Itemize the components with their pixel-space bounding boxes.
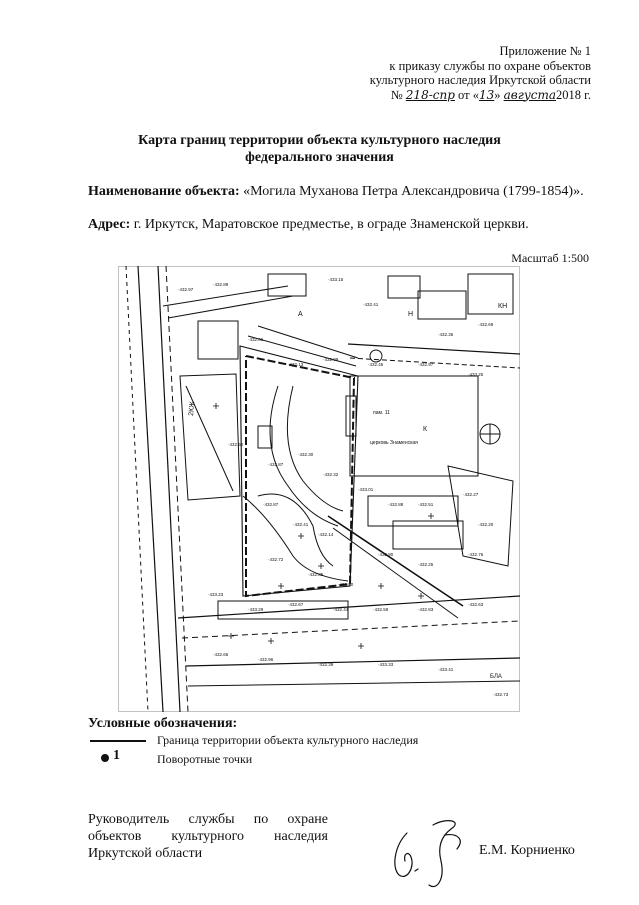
elevation-mark: ·432.52 — [228, 442, 244, 447]
zhs-label: 2КЖ — [188, 401, 196, 417]
elevation-mark: ·432.87 — [268, 462, 284, 467]
elevation-mark: ·432.83 — [418, 607, 434, 612]
monument-label: пам. 11 — [373, 410, 390, 416]
elevation-mark: ·432.14 — [318, 532, 334, 537]
elevation-mark: ·432.59 — [373, 607, 389, 612]
elevation-mark: ·433.01 — [358, 487, 374, 492]
a-label: А — [298, 311, 303, 318]
elevation-mark: ·433.33 — [378, 662, 394, 667]
object-value: «Могила Муханова Петра Александровича (1… — [243, 184, 584, 199]
elevation-mark: ·432.67 — [288, 602, 304, 607]
signatory-position: Руководитель службы по охране объектов к… — [88, 811, 328, 862]
elevation-mark: ·432.25 — [418, 562, 434, 567]
position-line2: объектов культурного наследия — [88, 829, 328, 844]
elevation-mark: ·432.44 — [333, 607, 349, 612]
turning-point-label: Поворотные точки — [157, 752, 253, 766]
object-address: Адрес: г. Иркутск, Маратовское предместь… — [88, 216, 608, 233]
elevation-mark: ·432.63 — [468, 602, 484, 607]
elevation-mark: ·432.45 — [368, 362, 384, 367]
bla-label: БЛА — [490, 674, 502, 680]
position-line1: Руководитель службы по охране — [88, 812, 328, 827]
elevation-mark: ·432.51 — [418, 502, 434, 507]
object-name: Наименование объекта: «Могила Муханова П… — [88, 183, 588, 200]
map-scale: Масштаб 1:500 — [511, 251, 589, 265]
elevation-mark: ·432.76 — [468, 552, 484, 557]
order-day: 13 — [478, 87, 495, 102]
elevation-mark: ·432.30 — [298, 452, 314, 457]
kn-label: КН — [498, 303, 507, 310]
elevation-mark: ·432.27 — [463, 492, 479, 497]
order-year: 2018 г. — [556, 87, 591, 102]
order-date-from: от « — [458, 87, 479, 102]
order-date-mid: » — [494, 87, 501, 102]
elevation-mark: ·432.89 — [213, 282, 229, 287]
elevation-mark: ·432.97 — [418, 362, 434, 367]
address-value: г. Иркутск, Маратовское предместье, в ог… — [133, 217, 529, 232]
elevation-mark: ·432.72 — [268, 557, 284, 562]
cadastral-map: церковь Знаменская пам. 11 КН БЛА 2КЖ К … — [118, 266, 520, 712]
elevation-mark: ·432.85 — [308, 572, 324, 577]
order-month: августа — [503, 87, 557, 102]
elevation-mark: ·432.88 — [388, 502, 404, 507]
elevation-mark: ·432.96 — [258, 657, 274, 662]
boundary-line-symbol — [90, 740, 146, 742]
elevation-mark: ·432.06 — [248, 337, 264, 342]
signatory-name: Е.М. Корниенко — [479, 843, 575, 858]
k-label: К — [423, 426, 428, 433]
appendix-block: Приложение № 1 к приказу службы по охран… — [370, 44, 591, 102]
elevation-mark: ·433.15 — [328, 277, 344, 282]
handwritten-signature — [394, 820, 461, 888]
elevation-mark: ·433.25 — [468, 372, 484, 377]
document-title: Карта границ территории объекта культурн… — [0, 132, 639, 166]
object-label: Наименование объекта: — [88, 184, 240, 199]
elevation-mark: ·432.39 — [318, 662, 334, 667]
n-label: Н — [408, 311, 413, 318]
elevation-mark: ·432.80 — [338, 582, 354, 587]
appendix-line3: культурного наследия Иркутской области — [369, 73, 591, 87]
elevation-mark: ·432.97 — [178, 287, 194, 292]
elevation-mark: ·432.09 — [323, 357, 339, 362]
elevation-mark: ·432.41 — [293, 522, 309, 527]
turning-point-number: 1 — [113, 748, 120, 763]
elevation-mark: ·432.41 — [363, 302, 379, 307]
order-number: 218-спр — [405, 87, 455, 102]
elevation-mark: ·432.36 — [438, 332, 454, 337]
address-label: Адрес: — [88, 217, 131, 232]
appendix-line2: к приказу службы по охране объектов — [389, 58, 591, 73]
appendix-order-row: № 218-спр от «13» августа2018 г. — [370, 88, 591, 103]
elevation-mark: ·432.87 — [263, 502, 279, 507]
legend-title: Условные обозначения: — [88, 716, 238, 731]
title-line2: федерального значения — [245, 150, 394, 165]
order-num-prefix: № — [390, 87, 403, 102]
elevation-mark: ·433.23 — [208, 592, 224, 597]
turning-point-symbol — [101, 754, 109, 762]
position-line3: Иркутской области — [88, 846, 203, 861]
elevation-mark: ·432.32 — [323, 472, 339, 477]
appendix-line1: Приложение № 1 — [499, 44, 591, 58]
elevation-mark: ·432.73 — [493, 692, 509, 697]
elevation-mark: ·433.29 — [248, 607, 264, 612]
elevation-marks: ·432.97 ·432.89 ·433.15 ·432.41 ·432.36 ·432.… — [178, 277, 509, 697]
elevation-mark: ·433.41 — [438, 667, 454, 672]
church-label: церковь Знаменская — [370, 440, 418, 446]
elevation-mark: ·432.69 — [478, 322, 494, 327]
elevation-mark: ·432.90 — [378, 552, 394, 557]
title-line1: Карта границ территории объекта культурн… — [138, 133, 501, 148]
elevation-mark: ·432.13 — [288, 362, 304, 367]
elevation-mark: ·432.66 — [213, 652, 229, 657]
elevation-mark: ·432.20 — [478, 522, 494, 527]
boundary-line-label: Граница территории объекта культурного н… — [157, 733, 419, 747]
